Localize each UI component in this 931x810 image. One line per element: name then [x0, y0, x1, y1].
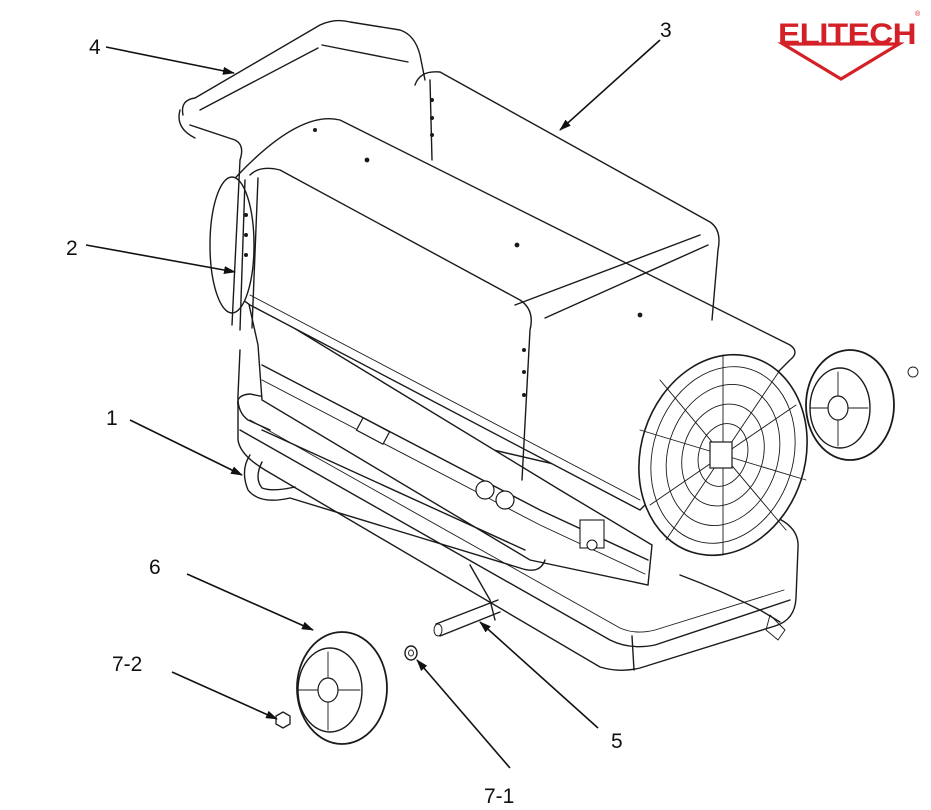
- nut: [275, 711, 291, 729]
- elitech-logo-icon: [777, 42, 905, 81]
- callout-leaders: [85, 39, 661, 769]
- callout-4: 4: [89, 36, 101, 59]
- callout-labels: 4 3 2 1 6 7-2 5 7-1: [66, 19, 672, 808]
- lower-body: [246, 298, 653, 586]
- callout-6: 6: [149, 556, 161, 579]
- callout-2: 2: [66, 237, 78, 260]
- top-frame: [239, 71, 720, 481]
- leader-5: [479, 621, 599, 729]
- leader-7-2: [171, 671, 278, 720]
- leader-7-1: [416, 659, 511, 769]
- leader-6: [186, 573, 314, 631]
- leg-frame: [237, 349, 546, 571]
- wheel-right: [805, 349, 919, 461]
- leader-1: [129, 419, 243, 476]
- leader-3: [559, 39, 661, 131]
- power-cord: [679, 574, 786, 641]
- callout-3: 3: [660, 19, 672, 42]
- heater-illustration: [178, 19, 919, 745]
- callout-5: 5: [611, 730, 623, 753]
- washer: [404, 645, 418, 661]
- axle: [433, 564, 501, 637]
- elitech-logo: ELITECH ®: [777, 10, 921, 81]
- handle-frame: [178, 19, 426, 326]
- leader-2: [85, 244, 236, 274]
- callout-7-1: 7-1: [484, 785, 514, 808]
- callout-1: 1: [106, 407, 118, 430]
- leader-4: [105, 46, 235, 75]
- brand-registered-mark: ®: [915, 10, 921, 18]
- brand-name: ELITECH: [778, 18, 916, 51]
- callout-7-2: 7-2: [112, 653, 142, 676]
- fan-guard: [638, 353, 808, 557]
- wheel-front: [296, 631, 388, 745]
- cylinder-body: [209, 118, 796, 511]
